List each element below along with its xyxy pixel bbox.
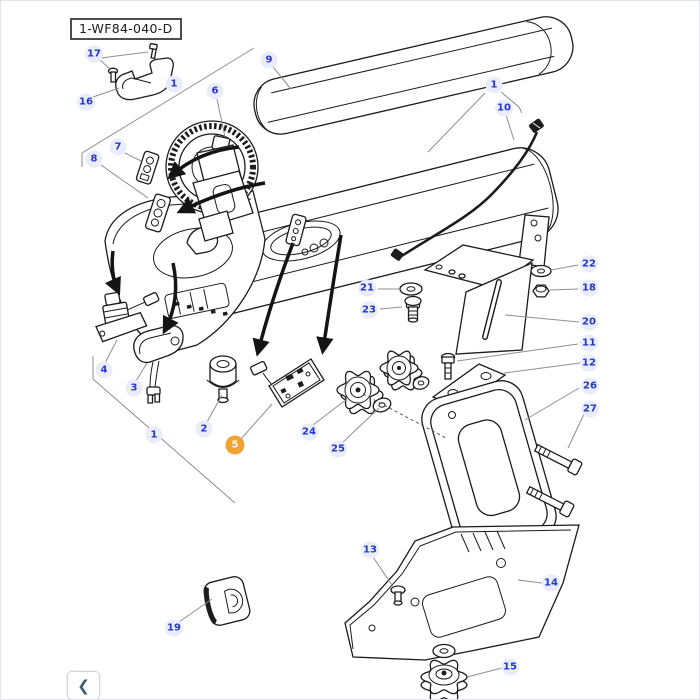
- callout-4[interactable]: 4: [95, 361, 113, 379]
- callout-13[interactable]: 13: [361, 541, 379, 559]
- bottom-knob-part: [421, 645, 467, 699]
- bolt-11-part: [442, 354, 455, 380]
- screw-17a-part: [150, 44, 158, 59]
- callout-26[interactable]: 26: [581, 377, 599, 395]
- callout-8[interactable]: 8: [85, 150, 103, 168]
- switch-7-part: [136, 151, 160, 185]
- callout-22[interactable]: 22: [580, 255, 598, 273]
- circuit-board-part: [250, 359, 324, 407]
- washer-22-part: [531, 266, 551, 277]
- callout-14[interactable]: 14: [542, 574, 560, 592]
- long-bolt-27b-part: [525, 483, 574, 517]
- switch-8-part: [145, 193, 171, 232]
- back-button[interactable]: ❮: [67, 671, 100, 699]
- callout-25[interactable]: 25: [329, 440, 347, 458]
- callout-19[interactable]: 19: [165, 619, 183, 637]
- callout-11[interactable]: 11: [580, 334, 598, 352]
- callout-18[interactable]: 18: [580, 279, 598, 297]
- callout-27[interactable]: 27: [581, 400, 599, 418]
- callout-16[interactable]: 16: [77, 93, 95, 111]
- part-code-box: 1-WF84-040-D: [70, 18, 182, 40]
- callout-12[interactable]: 12: [580, 354, 598, 372]
- star-knob-24-part: [337, 351, 422, 414]
- callout-1a[interactable]: 1: [165, 75, 183, 93]
- armrest-pad-part: [249, 12, 578, 140]
- washer-21-part: [400, 283, 422, 295]
- callout-1c[interactable]: 1: [145, 426, 163, 444]
- callout-1b[interactable]: 1: [485, 76, 503, 94]
- callout-3[interactable]: 3: [125, 379, 143, 397]
- callout-2[interactable]: 2: [195, 420, 213, 438]
- shift-knob-part: [134, 326, 183, 403]
- bracket-16-part: [116, 58, 174, 100]
- mounting-plate-part: [345, 525, 579, 660]
- callout-9[interactable]: 9: [260, 51, 278, 69]
- leader-lines: [82, 48, 584, 677]
- callout-23[interactable]: 23: [360, 301, 378, 319]
- callout-10[interactable]: 10: [495, 99, 513, 117]
- screw-17b-part: [109, 68, 118, 82]
- switch-4-part: [91, 285, 165, 342]
- nut-18-part: [533, 285, 549, 297]
- callout-17[interactable]: 17: [85, 45, 103, 63]
- cover-cap-part: [202, 575, 251, 627]
- cable-part: [390, 118, 544, 261]
- long-bolt-27a-part: [533, 441, 582, 475]
- back-chevron-icon: ❮: [77, 676, 90, 695]
- callout-5[interactable]: 5: [225, 435, 245, 455]
- callout-20[interactable]: 20: [580, 313, 598, 331]
- sensor-part: [207, 356, 239, 403]
- callout-15[interactable]: 15: [501, 658, 519, 676]
- callout-21[interactable]: 21: [358, 279, 376, 297]
- callout-7[interactable]: 7: [109, 138, 127, 156]
- bolt-23-part: [405, 297, 421, 323]
- washer-25-part: [371, 375, 430, 415]
- callout-24[interactable]: 24: [300, 423, 318, 441]
- assembly-arrows: [104, 147, 341, 357]
- callout-6[interactable]: 6: [206, 82, 224, 100]
- rivet-part: [391, 586, 405, 605]
